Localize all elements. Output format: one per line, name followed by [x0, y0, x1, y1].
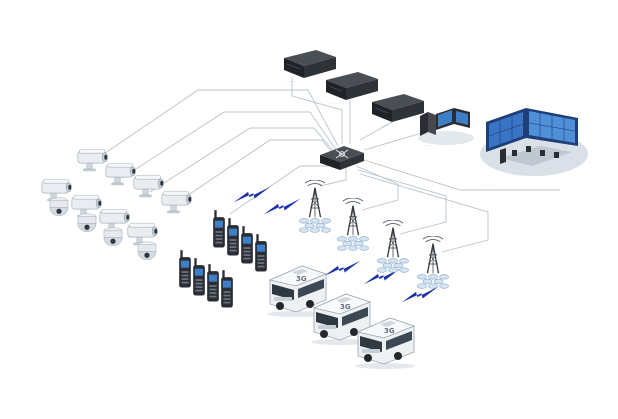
link-tower-2 [355, 165, 399, 211]
server-3-label: ········· [380, 123, 389, 127]
wireless-bolt-icon [263, 198, 301, 215]
radio-icon [221, 270, 233, 308]
link-control-center [363, 159, 560, 191]
radio-icon [213, 210, 225, 248]
dome-camera-icon [49, 197, 69, 217]
network-links [97, 78, 560, 253]
vehicle-1: 3G [266, 265, 328, 318]
base-station-icon [336, 198, 370, 252]
vehicle-badge: 3G [340, 303, 351, 311]
link-radios [229, 165, 328, 215]
wireless-bolt-icon [323, 260, 361, 277]
server-3: ········· [371, 93, 425, 127]
vehicle-badge: 3G [384, 327, 395, 335]
server-2: ··············· [325, 71, 379, 105]
base-stations [298, 180, 450, 290]
link-upper-cameras [97, 89, 339, 159]
workstation-label: ········ [424, 143, 432, 147]
server-2-label: ··············· [330, 101, 344, 105]
radio-icon [255, 234, 267, 272]
link-tower-4 [359, 173, 489, 253]
surveillance-cameras [41, 149, 192, 261]
core-switch [320, 146, 364, 170]
dome-camera-icon [137, 241, 157, 261]
command-center: ·········· [480, 108, 588, 187]
radio-icon [179, 250, 191, 288]
dome-camera-icon [103, 227, 123, 247]
camera-icon [77, 149, 108, 172]
dome-camera-icon [77, 213, 97, 233]
link-tower-3 [357, 169, 447, 235]
link-server-1 [291, 78, 343, 144]
base-station-icon [416, 236, 450, 290]
camera-icon [161, 191, 192, 214]
server-1: ··············· [283, 49, 337, 83]
link-server-3 [359, 121, 393, 141]
link-camera-row-3 [149, 127, 335, 193]
mobile-vehicles: 3G 3G 3G [266, 265, 416, 370]
workstation: ········ [418, 108, 474, 147]
camera-icon [105, 163, 136, 186]
handheld-radios [179, 210, 267, 308]
vehicle-2: 3G [310, 293, 372, 346]
base-station-icon [298, 180, 332, 234]
radio-icon [193, 258, 205, 296]
link-camera-row-2 [121, 111, 337, 179]
wireless-bolt-icon [401, 286, 439, 303]
radio-icon [207, 264, 219, 302]
vehicle-badge: 3G [296, 275, 307, 283]
control-center-label: ·········· [484, 183, 494, 187]
server-1-label: ··············· [284, 79, 298, 83]
radio-icon [241, 226, 253, 264]
base-station-icon [376, 220, 410, 274]
wireless-bolt-icon [233, 186, 271, 203]
camera-icon [133, 175, 164, 198]
radio-icon [227, 218, 239, 256]
vehicle-3: 3G [354, 317, 416, 370]
link-lower-cameras [171, 139, 335, 207]
